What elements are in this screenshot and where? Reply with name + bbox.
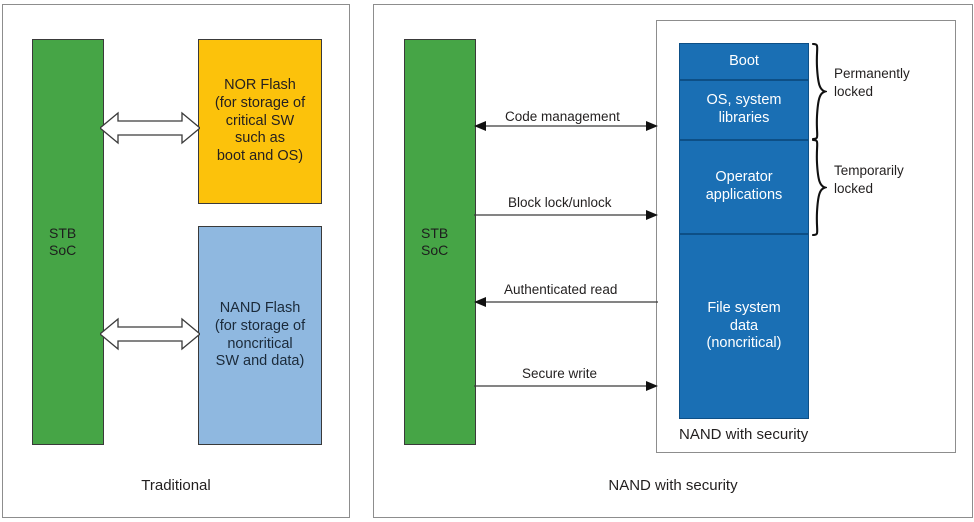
stb-soc-label-secure: STB SoC <box>421 224 449 258</box>
panel-nand-with-security: STB SoC Boot OS, system libraries Operat… <box>373 4 973 518</box>
brace-permanently-locked <box>811 43 827 140</box>
stb-soc-box-secure: STB SoC <box>404 39 476 445</box>
nand-flash-label: NAND Flash (for storage of noncritical S… <box>214 300 306 370</box>
connector-soc-to-nand <box>100 315 200 353</box>
block-os-system-libraries: OS, system libraries <box>679 80 809 140</box>
block-operator-applications-label: Operator applications <box>705 169 783 203</box>
brace-label-permanently-locked: Permanently locked <box>834 66 910 99</box>
connector-secure-write <box>474 379 658 393</box>
stb-soc-box-traditional: STB SoC <box>32 39 104 445</box>
nor-flash-label: NOR Flash (for storage of critical SW su… <box>214 77 306 165</box>
nor-flash-box: NOR Flash (for storage of critical SW su… <box>198 39 322 204</box>
connector-block-lock-unlock <box>474 208 658 222</box>
block-os-system-libraries-label: OS, system libraries <box>706 92 782 126</box>
connector-soc-to-nor <box>100 109 200 147</box>
block-operator-applications: Operator applications <box>679 140 809 234</box>
connector-label-authenticated-read: Authenticated read <box>504 282 618 297</box>
panel-caption-traditional: Traditional <box>141 477 211 494</box>
block-file-system-data: File system data (noncritical) <box>679 234 809 419</box>
block-file-system-data-label: File system data (noncritical) <box>706 299 782 352</box>
connector-label-block-lock-unlock: Block lock/unlock <box>508 195 612 210</box>
brace-label-temporarily-locked: Temporarily locked <box>834 163 904 196</box>
connector-authenticated-read <box>474 295 658 309</box>
connector-code-management <box>474 119 658 133</box>
brace-temporarily-locked <box>811 139 827 236</box>
panel-caption-nand-with-security: NAND with security <box>608 477 738 494</box>
stb-soc-label: STB SoC <box>49 224 77 258</box>
nand-flash-box: NAND Flash (for storage of noncritical S… <box>198 226 322 445</box>
nand-container-label: NAND with security <box>679 426 809 443</box>
connector-label-secure-write: Secure write <box>522 366 598 381</box>
connector-label-code-management: Code management <box>505 109 620 124</box>
panel-traditional: STB SoC NOR Flash (for storage of critic… <box>2 4 350 518</box>
block-boot: Boot <box>679 43 809 80</box>
block-boot-label: Boot <box>729 52 759 69</box>
